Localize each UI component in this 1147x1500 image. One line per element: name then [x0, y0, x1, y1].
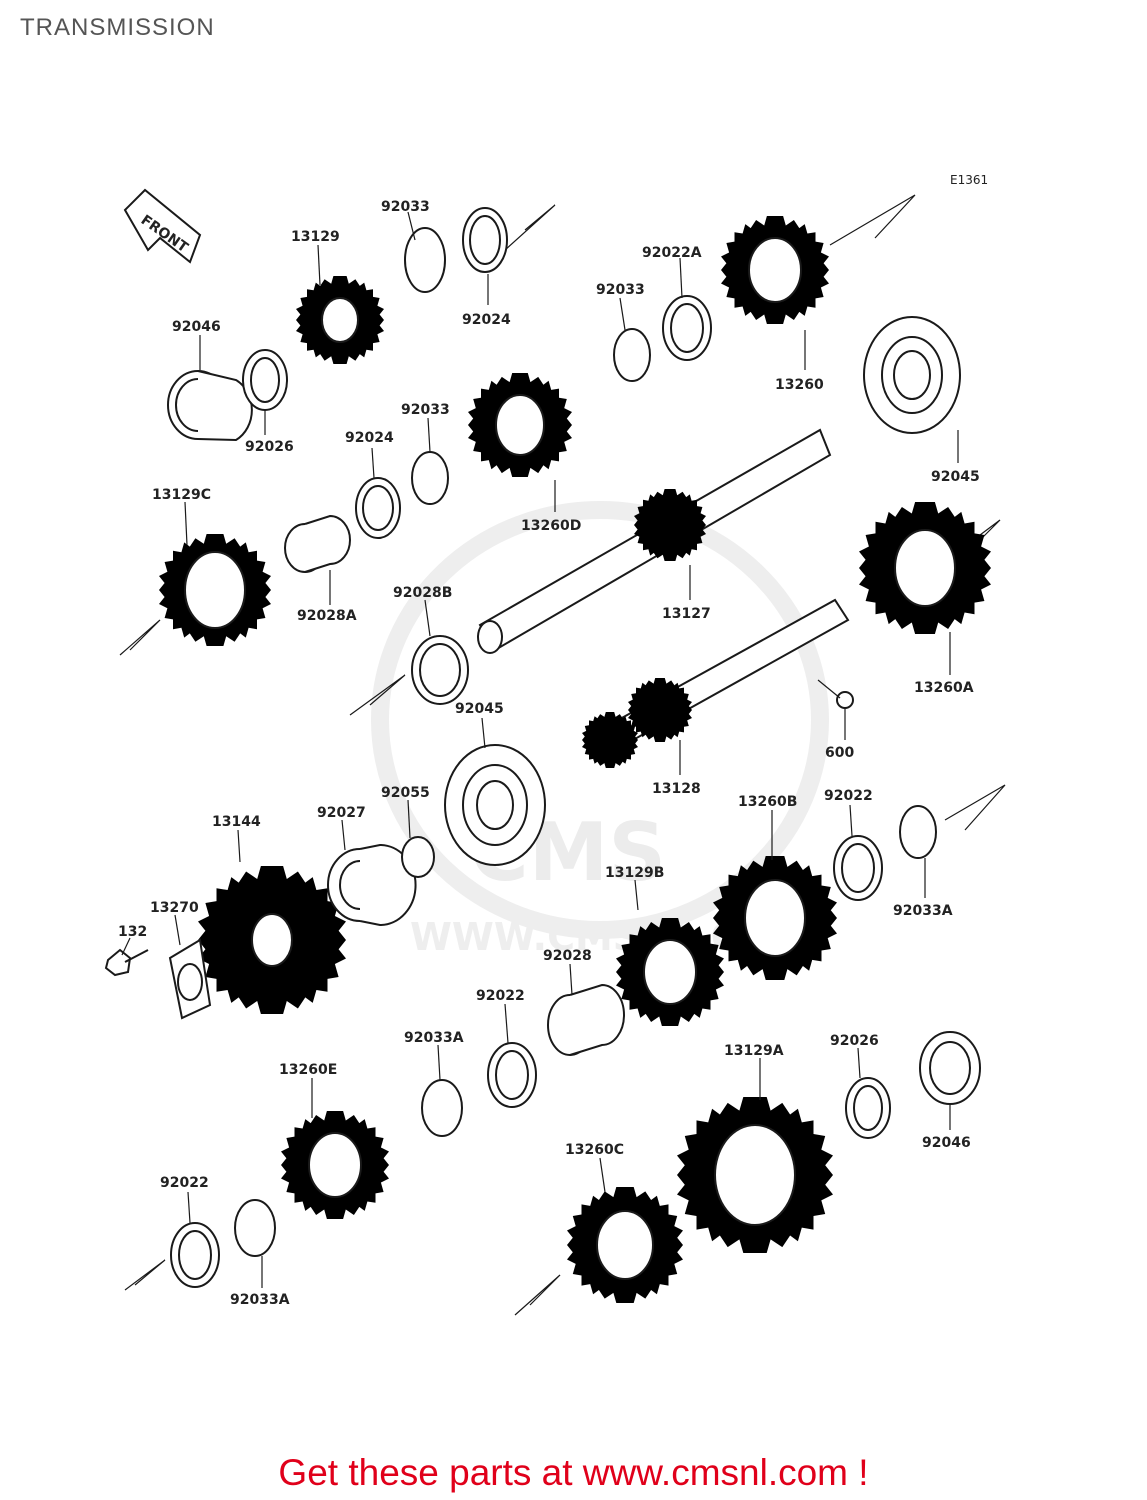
gear-13260A[interactable]: [859, 502, 991, 634]
collar-92027[interactable]: [327, 843, 417, 927]
page-title: TRANSMISSION: [20, 14, 215, 41]
bearing-92045-right[interactable]: [863, 316, 961, 434]
bearing-92045-mid[interactable]: [444, 744, 546, 866]
label-13260[interactable]: 13260: [775, 377, 824, 393]
label-92033-b[interactable]: 92033: [401, 402, 450, 418]
label-92026-bottom[interactable]: 92026: [830, 1033, 879, 1049]
collar-92046-top[interactable]: [167, 370, 253, 442]
label-13128[interactable]: 13128: [652, 781, 701, 797]
washer-92022A[interactable]: [662, 295, 712, 361]
gear-13260C[interactable]: [567, 1187, 683, 1303]
label-13129[interactable]: 13129: [291, 229, 340, 245]
label-13129B[interactable]: 13129B: [605, 865, 664, 881]
label-92046-top[interactable]: 92046: [172, 319, 221, 335]
circlip-92033A-bottom[interactable]: [234, 1199, 276, 1257]
gear-13129[interactable]: [296, 276, 384, 364]
plug-600[interactable]: [836, 691, 854, 709]
gear-13129C[interactable]: [159, 534, 271, 646]
part-labels: 92033 13129 92024 92022A 92033 13260 920…: [118, 199, 980, 1308]
label-92045-mid[interactable]: 92045: [455, 701, 504, 717]
label-92028[interactable]: 92028: [543, 948, 592, 964]
o-ring-92055[interactable]: [401, 836, 435, 878]
label-13260B[interactable]: 13260B: [738, 794, 797, 810]
label-13129C[interactable]: 13129C: [152, 487, 211, 503]
sprocket-13144[interactable]: [198, 866, 346, 1014]
washer-92022-mid[interactable]: [487, 1042, 537, 1108]
circlip-92033A-right[interactable]: [899, 805, 937, 859]
bolt-132[interactable]: [104, 948, 149, 977]
gear-13129B[interactable]: [616, 918, 724, 1026]
circlip-92033-top[interactable]: [404, 227, 446, 293]
gear-13129A[interactable]: [677, 1097, 833, 1253]
washer-92026-bottom[interactable]: [845, 1077, 891, 1139]
label-92022A[interactable]: 92022A: [642, 245, 702, 261]
circlip-92033-b[interactable]: [411, 451, 449, 505]
label-92028B[interactable]: 92028B: [393, 585, 452, 601]
label-13260A[interactable]: 13260A: [914, 680, 974, 696]
gear-13260E[interactable]: [281, 1111, 389, 1219]
gear-13260[interactable]: [721, 216, 829, 324]
label-13270[interactable]: 13270: [150, 900, 199, 916]
shaft-13128[interactable]: [582, 598, 850, 768]
label-92033-top[interactable]: 92033: [381, 199, 430, 215]
label-600[interactable]: 600: [825, 745, 854, 761]
label-92022-bottom[interactable]: 92022: [160, 1175, 209, 1191]
circlip-92033-mid[interactable]: [613, 328, 651, 382]
label-92045-right[interactable]: 92045: [931, 469, 980, 485]
label-92033A-bottom[interactable]: 92033A: [230, 1292, 290, 1308]
front-arrow-icon: FRONT: [123, 188, 202, 264]
washer-92024-b[interactable]: [355, 477, 401, 539]
label-132[interactable]: 132: [118, 924, 147, 940]
label-92024-top[interactable]: 92024: [462, 312, 511, 328]
gear-13260D[interactable]: [468, 373, 572, 477]
label-92022-mid[interactable]: 92022: [476, 988, 525, 1004]
label-92024-b[interactable]: 92024: [345, 430, 394, 446]
washer-92022-right[interactable]: [833, 835, 883, 901]
bush-92028B[interactable]: [411, 635, 469, 705]
collar-92046-bottom[interactable]: [919, 1031, 981, 1105]
label-92046-bottom[interactable]: 92046: [922, 1135, 971, 1151]
label-13260E[interactable]: 13260E: [279, 1062, 337, 1078]
shaft-13127[interactable]: [477, 428, 832, 654]
washer-92022-bottom[interactable]: [170, 1222, 220, 1288]
label-92033A-right[interactable]: 92033A: [893, 903, 953, 919]
label-92022-right[interactable]: 92022: [824, 788, 873, 804]
label-92033A-mid[interactable]: 92033A: [404, 1030, 464, 1046]
gear-13260B[interactable]: [713, 856, 837, 980]
leader-lines: [121, 211, 959, 1288]
label-13260D[interactable]: 13260D: [521, 518, 581, 534]
bush-92028[interactable]: [547, 983, 625, 1056]
label-92033-mid[interactable]: 92033: [596, 282, 645, 298]
label-92028A[interactable]: 92028A: [297, 608, 357, 624]
label-13129A[interactable]: 13129A: [724, 1043, 784, 1059]
label-13144[interactable]: 13144: [212, 814, 261, 830]
footer-link[interactable]: Get these parts at www.cmsnl.com !: [278, 1452, 869, 1493]
bush-92028A[interactable]: [284, 514, 351, 573]
diagram-code: E1361: [950, 173, 988, 187]
label-92026-top[interactable]: 92026: [245, 439, 294, 455]
plate-13270[interactable]: [168, 938, 212, 1020]
label-92027[interactable]: 92027: [317, 805, 366, 821]
washer-92024-top[interactable]: [462, 207, 508, 273]
label-13127[interactable]: 13127: [662, 606, 711, 622]
label-13260C[interactable]: 13260C: [565, 1142, 624, 1158]
circlip-92033A-mid[interactable]: [421, 1079, 463, 1137]
washer-92026-top[interactable]: [242, 349, 288, 411]
label-92055[interactable]: 92055: [381, 785, 430, 801]
